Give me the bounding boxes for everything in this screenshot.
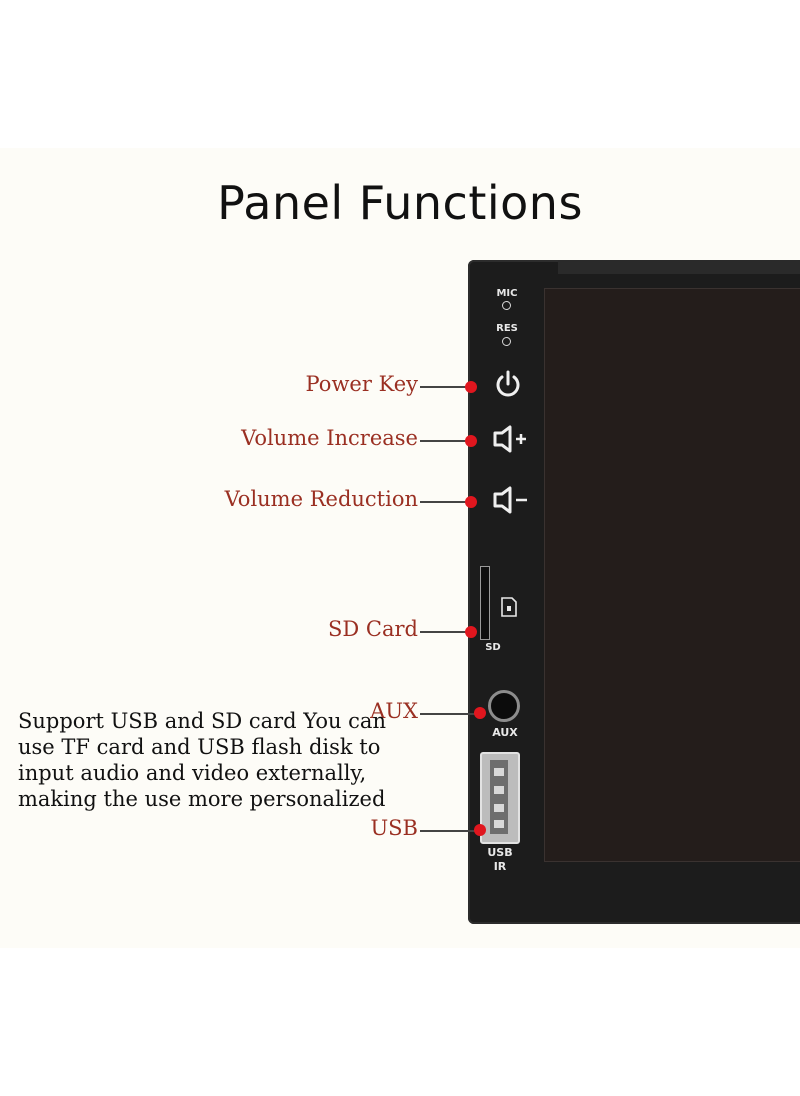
volume-down-icon[interactable]: [492, 485, 532, 515]
ir-label: IR: [493, 860, 507, 873]
power-leader-line: [420, 386, 470, 388]
callout-sd-card: SD Card: [328, 617, 418, 641]
reset-hole: [502, 337, 511, 346]
sd-card-icon: [501, 597, 517, 617]
usb-pin: [494, 820, 504, 828]
power-icon[interactable]: [492, 368, 524, 400]
usb-leader-line: [420, 830, 480, 832]
device-top-edge: [558, 260, 800, 274]
callout-usb: USB: [370, 816, 418, 840]
page-title: Panel Functions: [217, 176, 583, 230]
mic-label: MIC: [496, 288, 518, 299]
sd-marker-dot: [465, 626, 477, 638]
power-marker-dot: [465, 381, 477, 393]
mic-hole: [502, 301, 511, 310]
callout-volume-increase: Volume Increase: [241, 426, 418, 450]
support-note: Support USB and SD card You can use TF c…: [18, 709, 386, 811]
volume-down-marker-dot: [465, 496, 477, 508]
device-screen: [544, 288, 800, 862]
usb-port-inner: [490, 760, 508, 834]
diagram-canvas: Panel Functions MIC RES SD: [0, 148, 800, 948]
head-unit-device: MIC RES SD AUX: [468, 260, 800, 924]
sd-label: SD: [485, 642, 501, 653]
volume-up-leader-line: [420, 440, 470, 442]
sd-leader-line: [420, 631, 470, 633]
res-label: RES: [496, 323, 518, 334]
usb-pin: [494, 768, 504, 776]
usb-label: USB: [487, 846, 513, 859]
volume-down-leader-line: [420, 501, 470, 503]
callout-power-key: Power Key: [305, 372, 418, 396]
callout-volume-reduction: Volume Reduction: [224, 487, 418, 511]
volume-up-marker-dot: [465, 435, 477, 447]
volume-up-icon[interactable]: [492, 424, 532, 454]
usb-pin: [494, 786, 504, 794]
usb-pin: [494, 804, 504, 812]
sd-card-slot[interactable]: [480, 566, 490, 640]
aux-leader-line: [420, 713, 480, 715]
usb-port[interactable]: [480, 752, 520, 844]
callout-aux: AUX: [370, 699, 418, 723]
aux-jack[interactable]: [488, 690, 520, 722]
aux-marker-dot: [474, 707, 486, 719]
aux-label: AUX: [492, 726, 518, 739]
usb-marker-dot: [474, 824, 486, 836]
